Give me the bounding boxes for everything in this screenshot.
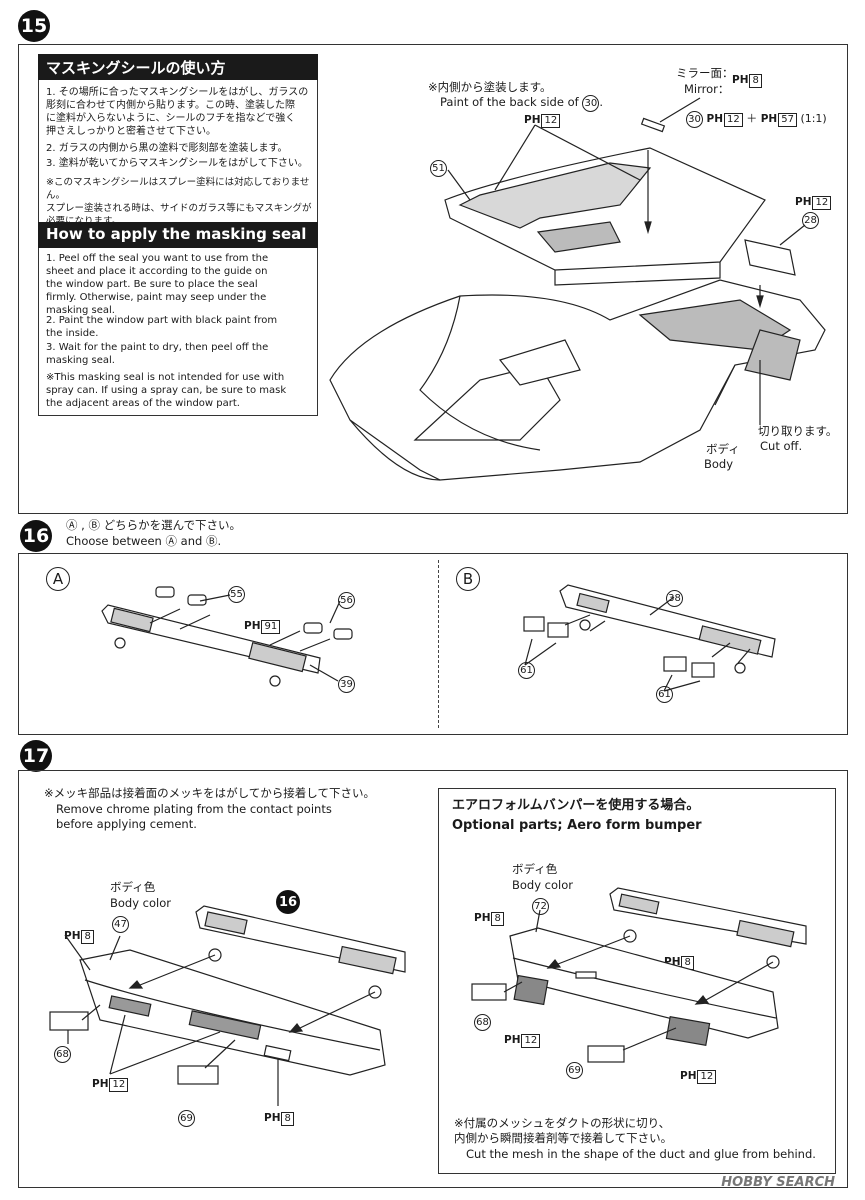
part-28-label: 28: [802, 212, 819, 229]
watermark-logo: HOBBY SEARCH: [721, 1175, 835, 1190]
step-15-panel: [18, 44, 848, 514]
back-side-note-en: Paint of the back side of 30.: [440, 95, 603, 112]
mesh-note-jp: ※付属のメッシュをダクトの形状に切り、 内側から瞬間接着剤等で接着して下さい。: [454, 1116, 673, 1145]
chrome-note-jp: ※メッキ部品は接着面のメッキをはがしてから接着して下さい。: [44, 786, 375, 800]
option-divider: [438, 560, 439, 728]
mix-ratio: (1:1): [800, 112, 827, 125]
mirror-label-jp: ミラー面：: [676, 66, 734, 80]
mirror-label-en: Mirror：: [684, 82, 730, 96]
aero-part-68-label: 68: [474, 1014, 491, 1031]
part-38-label: 38: [666, 590, 683, 607]
aero-body-color-en: Body color: [512, 878, 574, 892]
body-color-label-jp: ボディ色: [110, 880, 156, 894]
back-side-note-en-text: Paint of the back side of: [440, 95, 579, 109]
part-30-label: 30: [686, 111, 703, 128]
masking-heading-jp: マスキングシールの使い方: [38, 54, 318, 80]
masking-en-item-3: 3. Wait for the paint to dry, then peel …: [46, 342, 269, 366]
part-55-label: 55: [228, 586, 245, 603]
option-b-marker: B: [456, 567, 480, 591]
masking-jp-item-3: 3. 塗料が乾いてからマスキングシールをはがして下さい。: [46, 158, 308, 169]
step-16-panel: [18, 553, 848, 735]
step-16-number: 16: [20, 520, 52, 552]
aero-body-color-jp: ボディ色: [512, 862, 558, 876]
aero-heading-en: Optional parts; Aero form bumper: [452, 818, 702, 833]
masking-en-note: ※This masking seal is not intended for u…: [46, 372, 287, 409]
option-a-marker: A: [46, 567, 70, 591]
choose-instruction-en: Choose between Ⓐ and Ⓑ.: [66, 534, 222, 548]
aero-bumper-drawing: [471, 887, 807, 1063]
masking-jp-note: ※このマスキングシールはスプレー塗料には対応しておりません。 スプレー塗装される…: [46, 177, 312, 227]
aero-bumper-box: [438, 788, 836, 1174]
part-56-label: 56: [338, 592, 355, 609]
body-label-en: Body: [704, 457, 734, 471]
back-side-note-jp: ※内側から塗装します。: [428, 80, 552, 94]
mix-plus: ＋: [746, 112, 758, 125]
part-61-label-a: 61: [518, 662, 535, 679]
cut-off-label-en: Cut off.: [760, 439, 803, 453]
body-assembly-drawing: [329, 97, 826, 481]
masking-jp-item-1: 1. その場所に合ったマスキングシールをはがし、ガラスの 彫刻に合わせて内側から…: [46, 87, 309, 137]
masking-heading-en: How to apply the masking seal: [38, 222, 318, 248]
aero-heading-jp: エアロフォルムバンパーを使用する場合。: [452, 798, 700, 813]
part-68-label: 68: [54, 1046, 71, 1063]
part-30-ref: 30: [582, 95, 600, 112]
choose-instruction-jp: Ⓐ , Ⓑ どちらかを選んで下さい。: [66, 518, 242, 532]
part-39-label: 39: [338, 676, 355, 693]
cut-off-label-jp: 切り取ります。: [758, 424, 838, 438]
body-color-label-en: Body color: [110, 896, 172, 910]
mesh-note-en: Cut the mesh in the shape of the duct an…: [466, 1147, 816, 1161]
body-label-jp: ボディ: [706, 442, 740, 456]
step-16-drawings: [101, 584, 776, 692]
step-15-number: 15: [18, 10, 50, 42]
masking-jp-item-2: 2. ガラスの内側から黒の塗料で彫刻部を塗装します。: [46, 143, 288, 154]
aero-part-72-label: 72: [532, 898, 549, 915]
step-16-ref-marker: 16: [276, 890, 300, 914]
aero-part-69-label: 69: [566, 1062, 583, 1079]
step-17-panel: [18, 770, 848, 1188]
part-51-label: 51: [430, 160, 447, 177]
masking-en-item-1: 1. Peel off the seal you want to use fro…: [46, 253, 269, 316]
bumper-assembly-drawing: [49, 905, 406, 1106]
chrome-note-en: Remove chrome plating from the contact p…: [56, 802, 332, 831]
part-69-label: 69: [178, 1110, 195, 1127]
step-17-number: 17: [20, 740, 52, 772]
masking-en-item-2: 2. Paint the window part with black pain…: [46, 315, 278, 339]
part-47-label: 47: [112, 916, 129, 933]
